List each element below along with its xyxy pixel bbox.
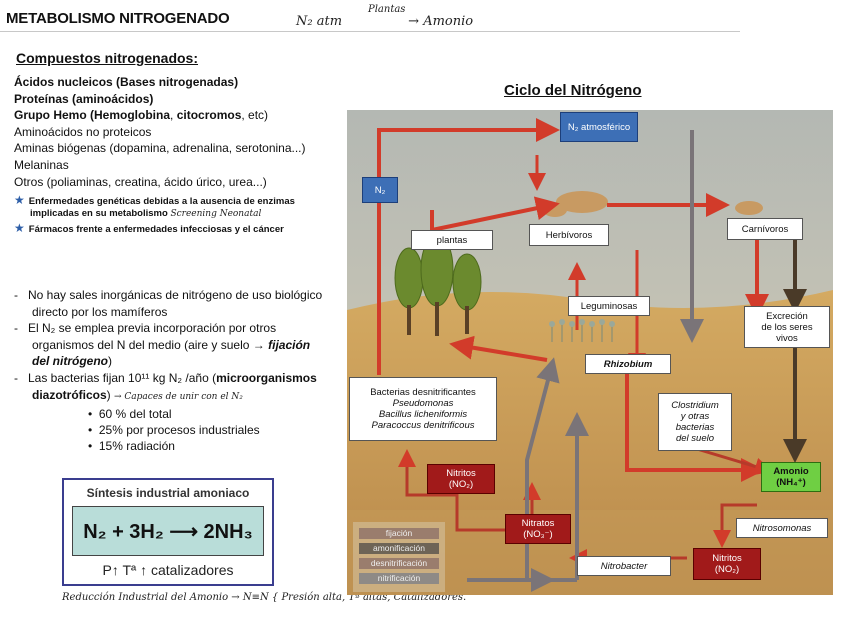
node-n2-atmospheric: N₂ atmosférico — [560, 112, 638, 142]
node-n2: N₂ — [362, 177, 398, 203]
legend-nitrificacion: nitrificación — [359, 573, 439, 584]
list-item: Aminas biógenas (dopamina, adrenalina, s… — [14, 141, 306, 156]
sub-bullet: • 25% por procesos industriales — [88, 423, 260, 437]
legend-amonificacion: amonificación — [359, 543, 439, 554]
bullet-item: - Las bacterias fijan 10¹¹ kg N₂ /año (m… — [14, 370, 317, 385]
list-item: Proteínas (aminoácidos) — [14, 91, 154, 106]
node-herbivoros: Herbívoros — [529, 224, 609, 246]
percent-list: • 60 % del total • 25% por procesos indu… — [88, 406, 260, 454]
list-item: Ácidos nucleicos (Bases nitrogenadas) — [14, 75, 239, 89]
node-carnivoros: Carnívoros — [727, 218, 803, 240]
node-nitrobacter: Nitrobacter — [577, 556, 671, 576]
node-rhizobium: Rhizobium — [585, 354, 671, 374]
node-nitrosomonas: Nitrosomonas — [736, 518, 828, 538]
legend-desnitrificacion: desnitrificación — [359, 558, 439, 569]
handwritten-note-top: N₂ atm Plantas → Amonio — [296, 4, 474, 29]
node-plantas: plantas — [411, 230, 493, 250]
star-icon: ★ — [14, 221, 25, 236]
bullet-item: - El N₂ se emplea previa incorporación p… — [14, 321, 277, 336]
star-note: ★Enfermedades genéticas debidas a la aus… — [14, 193, 295, 208]
star-note-cont: implicadas en su metabolismo Screening N… — [30, 208, 262, 220]
sub-bullet: • 60 % del total — [88, 407, 172, 421]
node-nitritos-1: Nitritos (NO₂) — [427, 464, 495, 494]
nitrogen-cycle-diagram: N₂ atmosférico N₂ plantas Herbívoros Car… — [347, 110, 833, 595]
node-nitritos-2: Nitritos (NO₂) — [693, 548, 761, 580]
legend-fijacion: fijación — [359, 528, 439, 539]
bullet-item: - No hay sales inorgánicas de nitrógeno … — [14, 288, 323, 302]
facts-list: - No hay sales inorgánicas de nitrógeno … — [14, 288, 323, 402]
list-item: Otros (poliaminas, creatina, ácido úrico… — [14, 174, 267, 189]
list-item: Grupo Hemo (Hemoglobina, citocromos, etc… — [14, 108, 269, 123]
node-excrecion: Excreción de los seres vivos — [744, 306, 830, 348]
reaction-equation: N₂ + 3H₂ ⟶ 2NH₃ — [72, 506, 264, 556]
ammonia-synthesis-box: Síntesis industrial amoniaco N₂ + 3H₂ ⟶ … — [62, 478, 274, 586]
handwritten-note-bottom: Reducción Industrial del Amonio → N≡N { … — [62, 592, 467, 603]
box-title: Síntesis industrial amoniaco — [86, 486, 250, 500]
reaction-conditions: P↑ Tª ↑ catalizadores — [102, 562, 234, 578]
node-clostridium: Clostridium y otras bacterias del suelo — [658, 393, 732, 451]
list-item: Melaninas — [14, 157, 69, 172]
diagram-title: Ciclo del Nitrógeno — [504, 82, 642, 99]
page-title: METABOLISMO NITROGENADO — [6, 10, 230, 27]
node-leguminosas: Leguminosas — [568, 296, 650, 316]
title-divider — [0, 31, 740, 32]
node-amonio: Amonio (NH₄⁺) — [761, 462, 821, 492]
sub-bullet: • 15% radiación — [88, 439, 175, 453]
section-heading: Compuestos nitrogenados: — [16, 50, 199, 66]
compounds-list: Ácidos nucleicos (Bases nitrogenadas) Pr… — [14, 74, 306, 236]
star-note: ★Fármacos frente a enfermedades infeccio… — [14, 221, 284, 236]
cycle-background — [347, 110, 833, 595]
node-denitrifying-bacteria: Bacterias desnitrificantes Pseudomonas B… — [349, 377, 497, 441]
node-nitratos: Nitratos (NO₃⁻) — [505, 514, 571, 544]
list-item: Aminoácidos no proteicos — [14, 124, 152, 139]
star-icon: ★ — [14, 193, 25, 208]
